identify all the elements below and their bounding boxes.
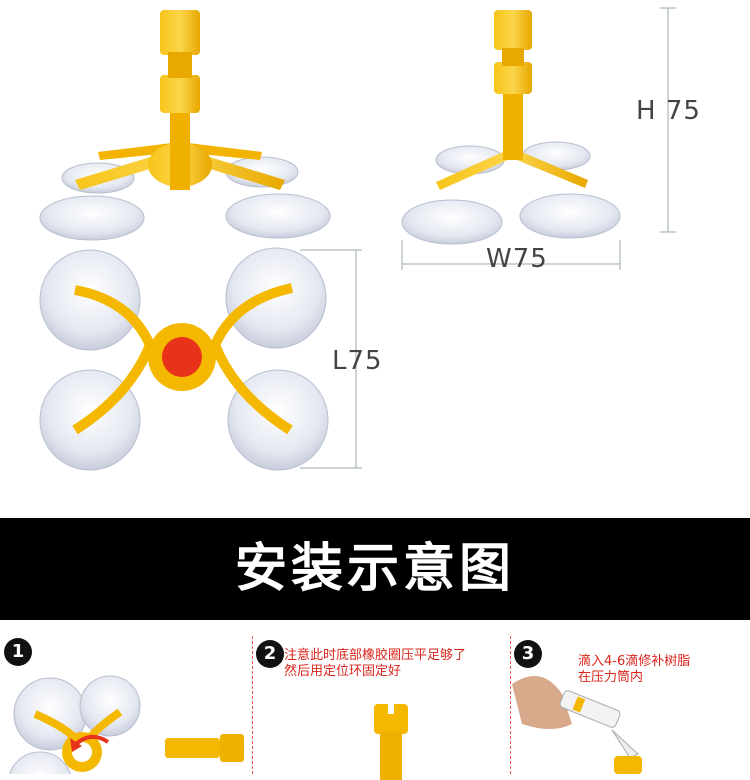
top-cap: [220, 734, 244, 762]
threaded-rod: [170, 110, 190, 190]
side-view-right: [401, 7, 676, 270]
step-instruction-line1: 滴入4-6滴修补树脂: [578, 654, 691, 669]
length-label: L75: [332, 346, 383, 376]
step3-illustration: [512, 676, 642, 774]
bridge-arm: [72, 285, 156, 435]
top-cap: [494, 10, 532, 50]
top-neck: [502, 48, 524, 66]
step-number: 1: [4, 638, 32, 666]
product-illustrations: [39, 7, 676, 471]
hand: [512, 676, 572, 729]
suction-cup: [401, 199, 503, 245]
suction-cup: [519, 193, 621, 239]
height-label: H 75: [636, 96, 701, 126]
suction-cup: [225, 193, 331, 239]
threaded-rod: [503, 90, 523, 160]
threaded-rod: [165, 738, 220, 758]
top-cap: [374, 704, 408, 734]
step-number: 2: [256, 640, 284, 668]
width-label: W75: [486, 244, 548, 274]
threaded-rod: [380, 732, 402, 780]
suction-cup: [225, 247, 327, 349]
suction-cup: [9, 751, 71, 774]
step-instruction-line2: 然后用定位环固定好: [284, 664, 402, 679]
step-instruction-line2: 在压力筒内: [578, 670, 644, 685]
locking-nut: [494, 62, 532, 94]
top-view: [39, 247, 362, 471]
step-divider: [510, 636, 511, 774]
locking-nut: [160, 75, 200, 113]
top-cap: [614, 756, 642, 774]
top-neck: [168, 52, 192, 78]
resin-bottle: [559, 690, 621, 728]
step-number: 3: [514, 640, 542, 668]
installation-banner: 安装示意图: [0, 518, 750, 620]
bottle-tip: [611, 729, 639, 759]
step2-illustration: [374, 704, 408, 780]
bridge-arm: [209, 283, 294, 435]
suction-cup: [39, 195, 145, 241]
step1-illustration: [9, 675, 244, 774]
perspective-view-left: [39, 10, 331, 241]
banner-title: 安装示意图: [234, 539, 515, 599]
step-divider: [252, 636, 253, 774]
top-cap: [160, 10, 200, 55]
step-instruction-line1: 注意此时底部橡胶圈压平足够了: [284, 648, 467, 663]
suction-cup: [79, 675, 141, 737]
suction-cup: [39, 249, 141, 351]
center-hole: [162, 337, 202, 377]
